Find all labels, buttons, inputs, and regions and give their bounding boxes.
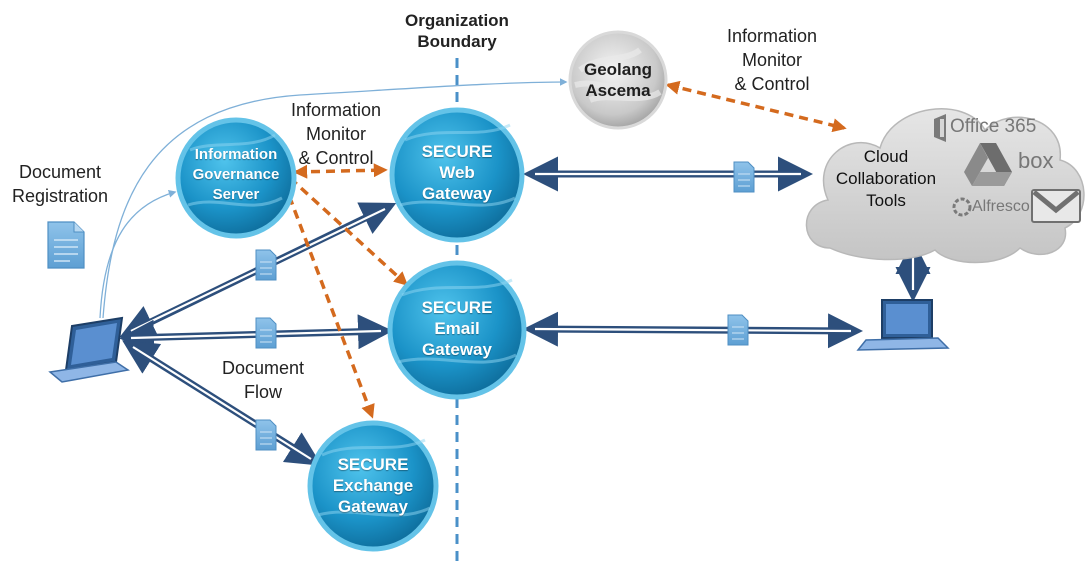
web-line1: SECURE [421, 142, 493, 161]
doc-reg-line2: Registration [11, 186, 109, 206]
flow-arrow-laptop-to-exchange [122, 340, 322, 466]
registration-curve-to-igs [99, 189, 177, 319]
web-gateway-node-circle [389, 107, 525, 243]
info-monitor-control-right-label: Information Monitor & Control [712, 24, 832, 96]
laptop-icon-external [856, 299, 950, 351]
web-gateway-label: SECURE Web Gateway [397, 141, 517, 204]
cloud-line3: Tools [866, 191, 906, 210]
geolang-line1: Geolang [583, 60, 652, 79]
web-line3: Gateway [422, 184, 492, 203]
boundary-title-line1: Organization [405, 11, 509, 30]
control-arrow-igs-exchange [282, 181, 375, 419]
document-icon-external-email-flow [727, 314, 749, 346]
document-registration-label: Document Registration [0, 160, 120, 208]
igs-line1: Information [194, 146, 278, 163]
google-drive-icon [964, 143, 1012, 186]
control-arrows [282, 80, 847, 419]
document-icon-exchange-flow [255, 419, 277, 451]
cloud-collaboration-shape [805, 108, 1085, 264]
geolang-ascema-node [568, 30, 668, 130]
exchange-gateway-label: SECURE Exchange Gateway [313, 454, 433, 517]
exchange-line2: Exchange [332, 476, 414, 495]
boundary-title-line2: Boundary [417, 32, 497, 51]
control-arrow-igs-web [293, 163, 388, 179]
geolang-line2: Ascema [585, 81, 651, 100]
exchange-line3: Gateway [338, 497, 408, 516]
email-line2: Email [434, 319, 480, 338]
control-arrow-igs-email [288, 176, 409, 286]
info-monitor-control-left-label: Information Monitor & Control [276, 98, 396, 170]
document-icon-web-flow [255, 249, 277, 281]
exchange-line1: SECURE [337, 455, 409, 474]
imc-right-line2: Monitor [741, 50, 803, 70]
web-line2: Web [439, 163, 475, 182]
office365-label: Office 365 [950, 116, 1037, 137]
document-icon-email-flow [255, 317, 277, 349]
flow-arrow-email-to-laptop [523, 311, 863, 349]
cloud-line1: Cloud [863, 147, 909, 166]
laptop-icon-internal [48, 316, 130, 383]
gmail-icon [1031, 189, 1081, 223]
email-line1: SECURE [421, 298, 493, 317]
organization-boundary-title: Organization Boundary [387, 10, 527, 52]
imc-left-line3: & Control [298, 148, 374, 168]
office365-icon [934, 114, 946, 142]
imc-right-line3: & Control [734, 74, 810, 94]
cloud-collaboration-label: Cloud Collaboration Tools [826, 146, 946, 212]
alfresco-label: Alfresco [972, 198, 1030, 215]
igs-line2: Governance [192, 166, 280, 183]
doc-flow-line1: Document [221, 358, 305, 378]
document-icon-cloud-flow [733, 161, 755, 193]
exchange-gateway-node-circle [307, 420, 439, 552]
email-gateway-label: SECURE Email Gateway [397, 297, 517, 360]
document-flow-label: Document Flow [208, 356, 318, 404]
igs-node-circle [175, 117, 297, 239]
igs-line3: Server [212, 186, 260, 203]
doc-reg-line1: Document [18, 162, 102, 182]
doc-flow-line2: Flow [243, 382, 282, 402]
box-label: box [1018, 148, 1054, 173]
imc-right-line1: Information [726, 26, 818, 46]
imc-left-line2: Monitor [305, 124, 367, 144]
geolang-ascema-label: Geolang Ascema [568, 59, 668, 101]
imc-left-line1: Information [290, 100, 382, 120]
document-icon-registration [47, 221, 85, 269]
alfresco-icon [952, 197, 972, 217]
email-gateway-node-circle [387, 260, 527, 400]
email-line3: Gateway [422, 340, 492, 359]
control-arrow-geolang-cloud [665, 80, 847, 133]
igs-node-label: Information Governance Server [176, 145, 296, 205]
cloud-line2: Collaboration [835, 169, 937, 188]
